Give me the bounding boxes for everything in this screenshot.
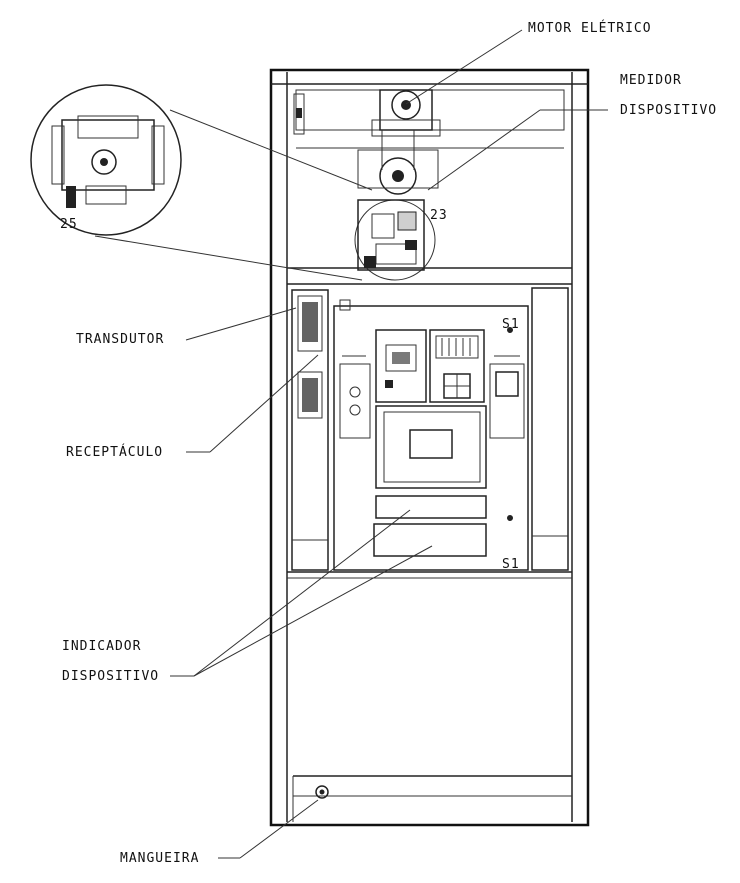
display-panel: S1 S1 [333,299,529,572]
left-column [291,289,329,571]
meter-device: 23 [354,199,448,281]
hose-fitting [315,785,329,799]
cabinet-frame [269,68,590,827]
label-medidor-2: DISPOSITIVO [620,103,717,118]
right-column [531,287,569,571]
label-medidor-1: MEDIDOR [620,73,682,88]
label-transdutor: TRANSDUTOR [76,332,164,347]
label-mangueira: MANGUEIRA [120,851,199,866]
electric-motor [371,89,441,137]
panel-top-s1: S1 [502,317,520,332]
panel-bottom-s1: S1 [502,557,520,572]
motor-compartment: 23 [293,89,565,281]
leader-lines [170,29,608,859]
label-indicador-1: INDICADOR [62,639,141,654]
label-indicador-2: DISPOSITIVO [62,669,159,684]
label-receptaculo: RECEPTÁCULO [66,444,163,460]
detail-magnifier: 25 [30,84,373,281]
part-23-label: 23 [430,208,448,223]
label-motor: MOTOR ELÉTRICO [528,20,652,36]
part-25-label: 25 [60,217,78,232]
diagram-labels: MOTOR ELÉTRICO MEDIDOR DISPOSITIVO TRANS… [62,20,717,866]
pulley [357,130,439,195]
